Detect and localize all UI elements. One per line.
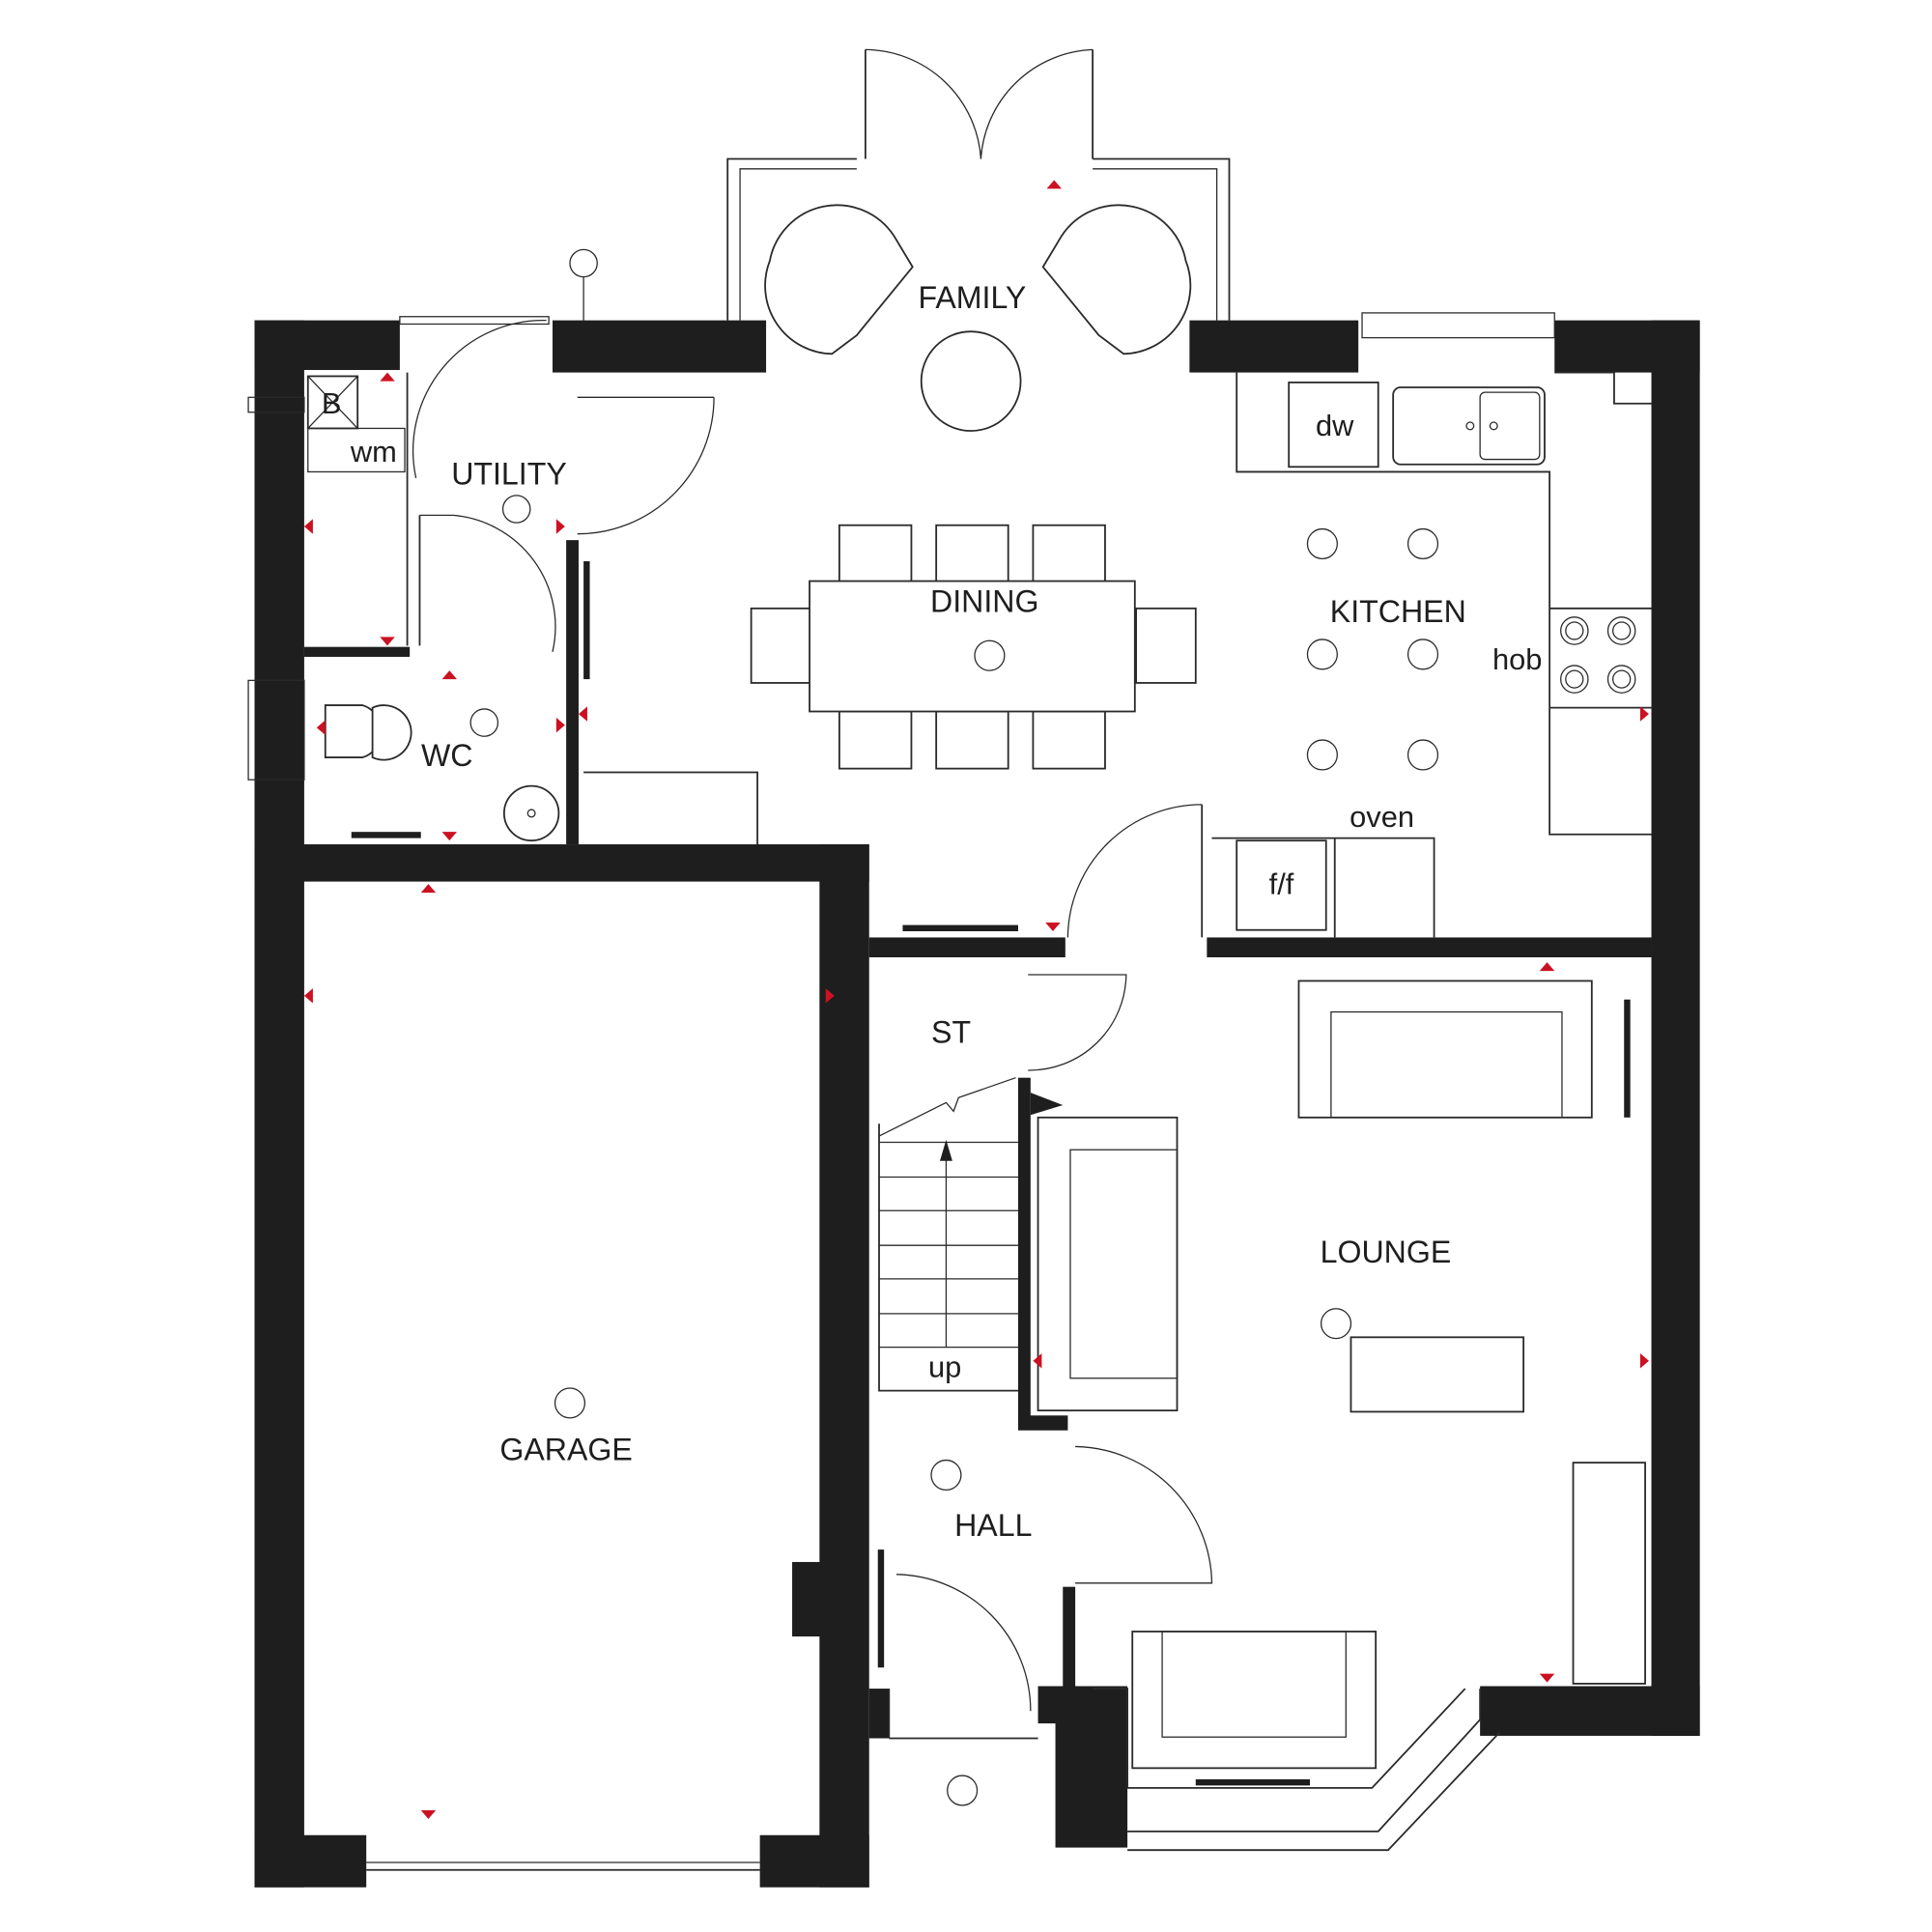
walls — [254, 320, 1700, 1888]
electrical-markers — [303, 180, 1649, 1820]
lounge-sofa-left — [1037, 1116, 1179, 1412]
room-labels: FAMILY UTILITY DINING KITCHEN WC ST LOUN… — [322, 280, 1543, 1543]
room-label-kitchen: KITCHEN — [1330, 594, 1466, 629]
furniture — [306, 204, 1636, 1806]
lounge-coffee-table — [1350, 1336, 1525, 1413]
fixture-label-hob: hob — [1492, 642, 1542, 676]
sink — [1392, 386, 1546, 466]
room-label-dining: DINING — [930, 584, 1038, 619]
fixture-label-boiler: B — [322, 386, 342, 420]
lounge-sofa-bottom — [1131, 1631, 1378, 1770]
fridge-freezer — [1236, 839, 1327, 931]
room-label-lounge: LOUNGE — [1321, 1235, 1452, 1269]
hob — [1560, 616, 1636, 694]
basin — [502, 784, 560, 842]
room-label-garage: GARAGE — [499, 1433, 632, 1467]
dining-table — [809, 580, 1136, 713]
room-label-hall: HALL — [954, 1508, 1032, 1543]
room-label-wc: WC — [421, 738, 473, 773]
fixture-label-wm: wm — [350, 435, 397, 469]
room-label-family: FAMILY — [918, 280, 1026, 315]
outlines — [247, 48, 1652, 1871]
dishwasher — [1288, 381, 1379, 469]
room-label-utility: UTILITY — [451, 456, 567, 491]
fixture-label-oven: oven — [1350, 800, 1414, 834]
fixture-label-ff: f/f — [1269, 867, 1294, 900]
lounge-sofa-top — [1297, 980, 1593, 1119]
room-label-st: ST — [931, 1015, 971, 1050]
fixture-label-dw: dw — [1316, 409, 1354, 442]
stairs-label-up: up — [928, 1350, 961, 1383]
family-coffee-table — [920, 330, 1022, 432]
